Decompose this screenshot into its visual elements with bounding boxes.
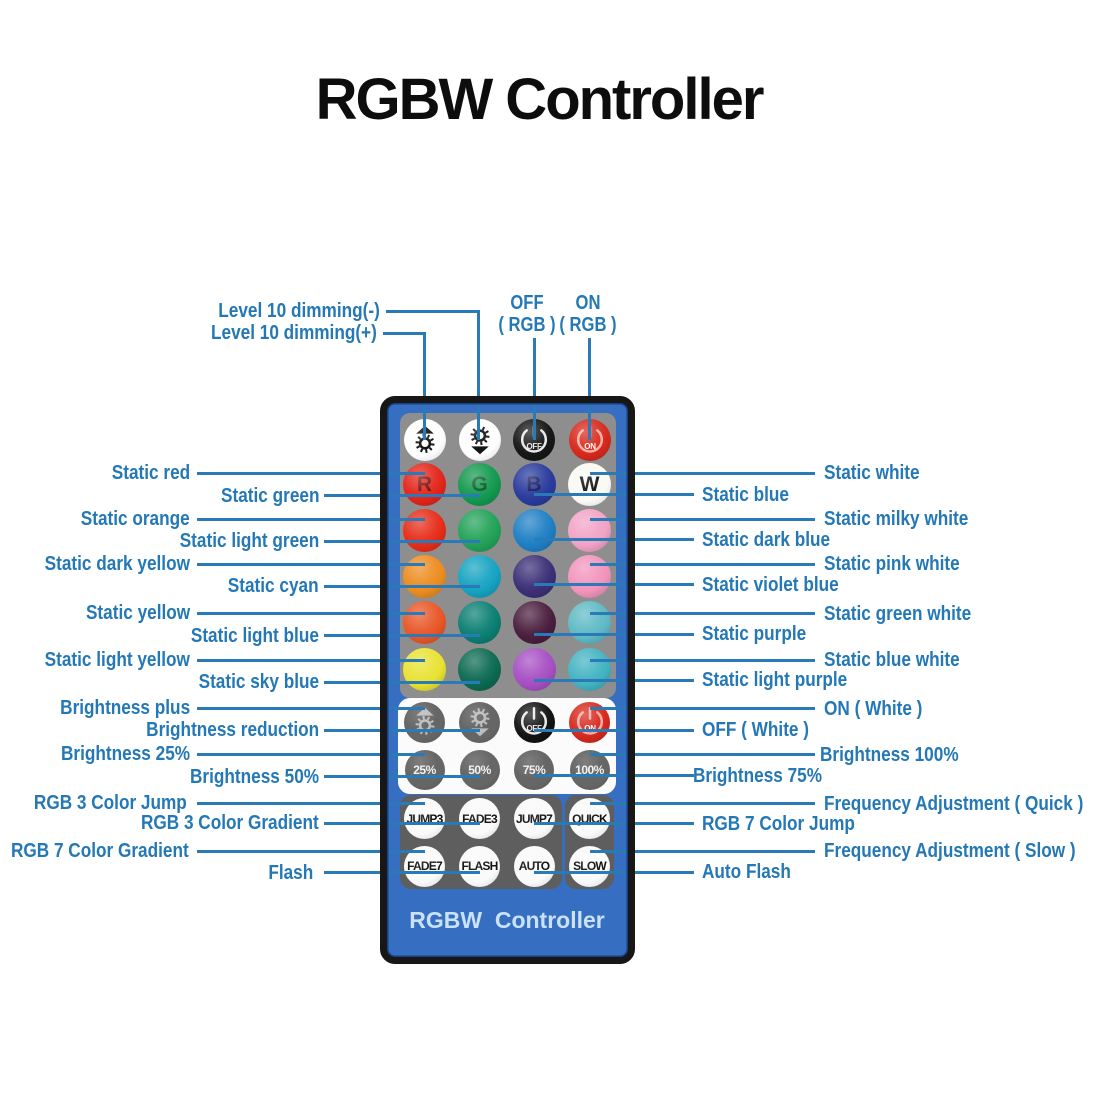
svg-text:OFF: OFF [526, 442, 542, 451]
svg-text:ON: ON [584, 442, 596, 451]
